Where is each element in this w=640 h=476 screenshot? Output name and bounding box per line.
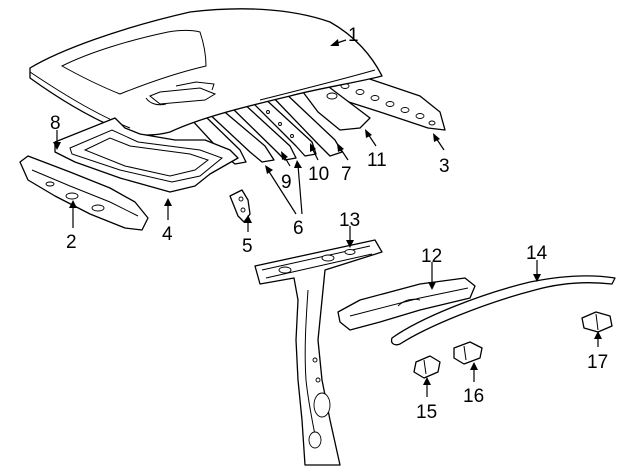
callout-15: 15: [416, 402, 437, 423]
part-15-clip: [413, 355, 441, 379]
callout-16: 16: [463, 386, 484, 407]
callout-1: 1: [348, 25, 359, 46]
callout-5: 5: [242, 236, 253, 257]
callout-6: 6: [293, 218, 304, 239]
callout-2: 2: [66, 232, 77, 253]
part-14-roof-molding: [390, 275, 616, 346]
callout-12: 12: [421, 246, 442, 267]
part-17-clip: [581, 311, 613, 333]
callout-17: 17: [587, 352, 608, 373]
callout-10: 10: [308, 164, 329, 185]
callout-labels: 1 2 3 4 5 6 7 8 9 10 11 12 13 14 15 16 1…: [50, 25, 608, 423]
part-3-rear-roof-panel: [324, 73, 446, 131]
callout-3: 3: [439, 156, 450, 177]
callout-11: 11: [367, 150, 387, 171]
callout-7: 7: [341, 164, 352, 185]
part-16-clip: [453, 341, 483, 365]
part-8-sunroof-frame: [54, 117, 239, 193]
part-12-side-rail: [337, 277, 476, 331]
callout-14: 14: [526, 243, 548, 264]
leader-lines: [53, 39, 602, 397]
callout-4: 4: [162, 224, 173, 245]
callout-8: 8: [50, 113, 61, 134]
callout-9: 9: [281, 172, 292, 193]
part-13-center-pillar: [254, 239, 383, 466]
callout-13: 13: [339, 210, 360, 231]
part-2-front-header: [19, 155, 149, 231]
